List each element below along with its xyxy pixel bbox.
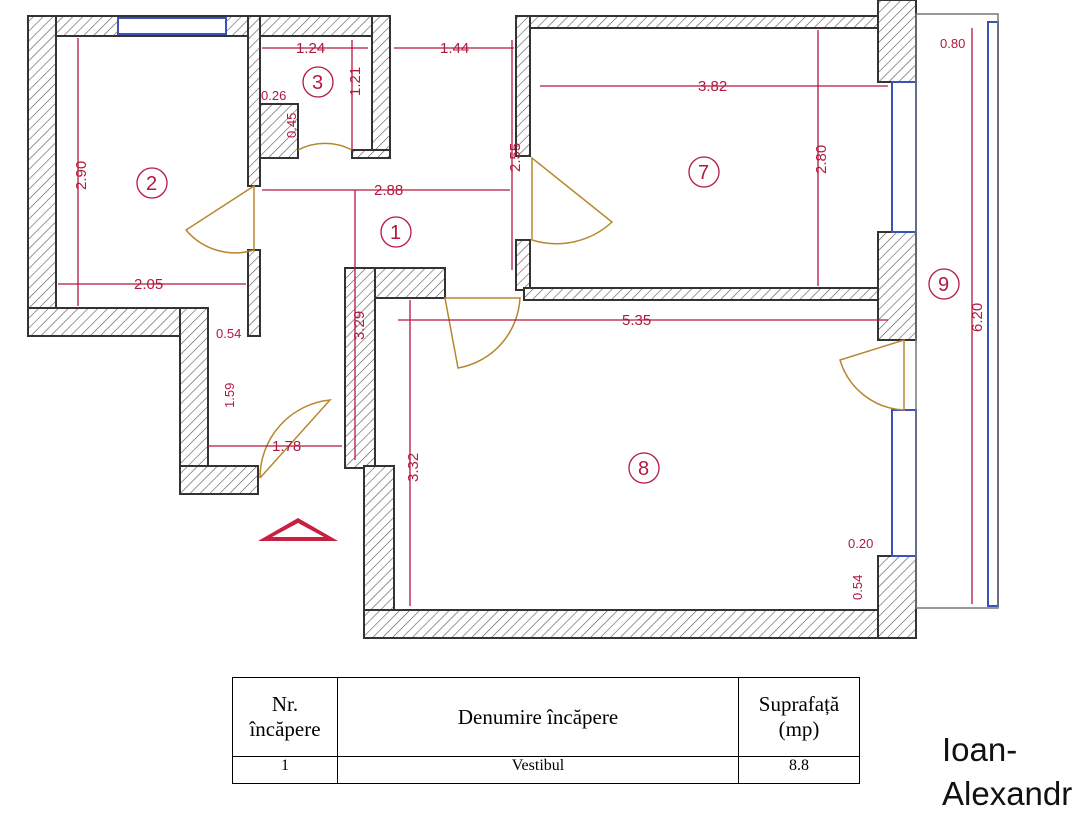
door-balcony [839,338,905,411]
room-label-2: 2 [146,173,157,195]
dim-3-32: 3.32 [405,453,422,482]
dim-2-88: 2.88 [374,182,403,199]
cell-room-area: 8.8 [738,756,860,784]
door-room8 [444,297,521,369]
wall-right-bottom [877,555,917,639]
wall-corridor-left [179,307,209,495]
wall-room3-right [371,15,391,159]
wall-room2-right-lower [247,249,261,337]
room-table: Nr. încăpere Denumire încăpere Suprafață… [232,677,860,784]
window-room7 [891,81,917,233]
dim-0-54-right: 0.54 [850,575,865,600]
dim-0-26: 0.26 [261,88,286,103]
dim-1-59: 1.59 [222,383,237,408]
dim-2-90: 2.90 [73,161,90,190]
doors [184,142,905,479]
wall-room7-bottom [523,287,905,301]
dim-0-20: 0.20 [848,536,873,551]
dim-2-80: 2.80 [813,145,830,174]
door-entrance [259,399,332,479]
balcony-outline [915,13,999,609]
cell-room-number: 1 [232,756,338,784]
walls [27,0,917,639]
windows [117,17,999,607]
author-name: Ioan- Alexandr [942,731,1073,812]
dim-0-45: 0.45 [284,113,299,138]
dimension-labels: 1.24 1.44 1.21 0.26 0.45 3.82 0.80 2.55 … [73,36,986,600]
entrance-triangle-icon [258,518,338,541]
dim-1-78: 1.78 [272,438,301,455]
wall-room7-left [515,15,531,157]
wall-left-bottom [27,307,209,337]
dim-2-05: 2.05 [134,276,163,293]
dim-3-29: 3.29 [351,311,368,340]
cell-room-name: Vestibul [337,756,739,784]
room-label-8: 8 [638,458,649,480]
dim-0-54-left: 0.54 [216,326,241,341]
room-label-1: 1 [390,222,401,244]
dimension-lines [58,28,973,606]
wall-bottom [363,609,917,639]
wall-right-mid [877,231,917,341]
wall-room3-bottom-right [351,149,391,159]
wall-left [27,15,57,337]
wall-room3-left [259,103,299,159]
door-room2 [184,184,255,254]
dim-3-82: 3.82 [698,78,727,95]
wall-partition [374,267,446,299]
wall-entrance-bottom [179,465,259,495]
floor-plan: 1.24 1.44 1.21 0.26 0.45 3.82 0.80 2.55 … [27,0,999,639]
door-room3 [297,142,353,151]
dim-1-24: 1.24 [296,40,325,57]
dim-6-20: 6.20 [969,303,986,332]
wall-right-top [877,0,917,83]
room-labels: 1 2 3 7 8 9 [136,66,960,484]
room-label-3: 3 [312,72,323,94]
window-room8 [891,409,917,557]
header-room-number: Nr. încăpere [232,677,338,757]
dim-5-35: 5.35 [622,312,651,329]
dim-2-55: 2.55 [507,143,524,172]
wall-room2-right [247,15,261,187]
window-room2 [117,17,227,35]
wall-corridor-right [344,267,376,469]
header-room-area: Suprafață (mp) [738,677,860,757]
header-room-name: Denumire încăpere [337,677,739,757]
door-room7 [531,156,614,245]
table-header-row: Nr. încăpere Denumire încăpere Suprafață… [232,677,860,757]
room-label-9: 9 [938,274,949,296]
dim-1-44: 1.44 [440,40,469,57]
window-balcony [987,21,999,607]
dim-0-80: 0.80 [940,36,965,51]
wall-top-right [527,15,917,29]
table-row: 1 Vestibul 8.8 [232,756,860,784]
wall-room7-left-lower [515,239,531,291]
dim-1-21: 1.21 [347,67,364,96]
room-label-7: 7 [698,162,709,184]
